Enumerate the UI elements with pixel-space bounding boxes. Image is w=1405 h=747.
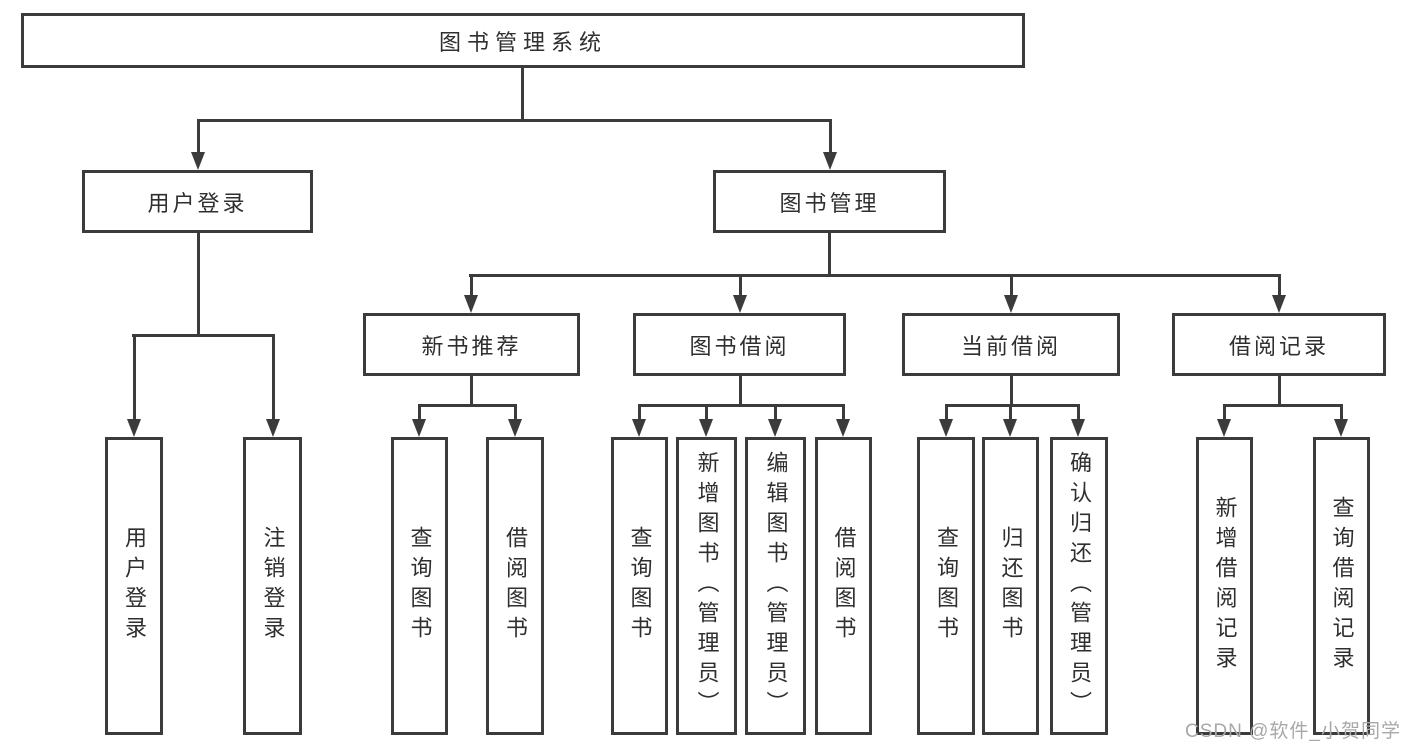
connector-vline — [705, 404, 708, 421]
node-book-management: 图书管理 — [713, 170, 946, 233]
connector-vline — [1010, 376, 1013, 407]
arrowhead-down-icon — [191, 152, 205, 170]
connector-vline — [945, 404, 948, 421]
leaf-label: 新增借阅记录 — [1212, 496, 1238, 676]
node-label: 图书借阅 — [689, 333, 790, 359]
arrowhead-down-icon — [836, 419, 850, 437]
leaf-current-query-books: 查询图书 — [917, 437, 975, 735]
leaf-user-login: 用户登录 — [105, 437, 163, 735]
arrowhead-down-icon — [1004, 295, 1018, 313]
leaf-label: 注销登录 — [260, 526, 286, 646]
connector-vline — [133, 334, 136, 421]
arrowhead-down-icon — [1003, 419, 1017, 437]
arrowhead-down-icon — [632, 419, 646, 437]
leaf-logout: 注销登录 — [243, 437, 302, 735]
connector-vline — [1010, 274, 1013, 297]
connector-vline — [739, 274, 742, 297]
connector-hline — [1223, 404, 1342, 407]
leaf-newbook-query-books: 查询图书 — [391, 437, 448, 735]
node-label: 用户登录 — [147, 190, 248, 216]
leaf-label: 新增图书（管理员） — [694, 451, 720, 721]
arrowhead-down-icon — [127, 419, 141, 437]
leaf-label: 查询图书 — [407, 526, 433, 646]
arrowhead-down-icon — [768, 419, 782, 437]
leaf-borrowing-borrow-books: 借阅图书 — [815, 437, 872, 735]
leaf-newbook-borrow-books: 借阅图书 — [486, 437, 544, 735]
arrowhead-down-icon — [1071, 419, 1085, 437]
connector-vline — [514, 404, 517, 421]
node-new-book-recommend: 新书推荐 — [363, 313, 580, 376]
arrowhead-down-icon — [1334, 419, 1348, 437]
connector-vline — [470, 376, 473, 407]
arrowhead-down-icon — [266, 419, 280, 437]
node-label: 图书管理 — [779, 190, 880, 216]
leaf-records-add-record: 新增借阅记录 — [1196, 437, 1253, 735]
leaf-label: 查询图书 — [627, 526, 653, 646]
leaf-current-confirm-return-admin: 确认归还（管理员） — [1050, 437, 1108, 735]
connector-hline — [132, 334, 275, 337]
leaf-borrowing-edit-books-admin: 编辑图书（管理员） — [745, 437, 806, 735]
connector-vline — [1340, 404, 1343, 421]
connector-hline — [418, 404, 517, 407]
leaf-label: 用户登录 — [122, 526, 147, 646]
node-label: 当前借阅 — [960, 333, 1061, 359]
node-current-borrowing: 当前借阅 — [902, 313, 1120, 376]
connector-hline — [197, 119, 832, 122]
connector-vline — [197, 119, 200, 155]
node-label: 借阅记录 — [1228, 333, 1329, 359]
leaf-current-return-books: 归还图书 — [982, 437, 1039, 735]
arrowhead-down-icon — [508, 419, 522, 437]
node-user-login: 用户登录 — [82, 170, 313, 233]
connector-hline — [638, 404, 844, 407]
arrowhead-down-icon — [412, 419, 426, 437]
arrowhead-down-icon — [464, 295, 478, 313]
connector-vline — [1278, 376, 1281, 407]
leaf-borrowing-query-books: 查询图书 — [611, 437, 668, 735]
connector-vline — [1009, 404, 1012, 421]
node-book-borrowing: 图书借阅 — [633, 313, 846, 376]
arrowhead-down-icon — [699, 419, 713, 437]
leaf-records-query-record: 查询借阅记录 — [1313, 437, 1370, 735]
leaf-label: 查询图书 — [934, 526, 959, 646]
leaf-label: 编辑图书（管理员） — [763, 451, 789, 721]
connector-vline — [828, 233, 831, 277]
connector-vline — [842, 404, 845, 421]
arrowhead-down-icon — [1217, 419, 1231, 437]
root-node-library-system: 图书管理系统 — [21, 13, 1025, 68]
leaf-label: 归还图书 — [998, 526, 1024, 646]
arrowhead-down-icon — [939, 419, 953, 437]
connector-vline — [829, 119, 832, 155]
connector-vline — [197, 233, 200, 337]
leaf-label: 确认归还（管理员） — [1067, 451, 1092, 721]
leaf-label: 查询借阅记录 — [1329, 496, 1355, 676]
root-node-label: 图书管理系统 — [438, 29, 607, 55]
node-label: 新书推荐 — [421, 333, 522, 359]
connector-vline — [470, 274, 473, 297]
leaf-label: 借阅图书 — [503, 526, 528, 646]
connector-vline — [638, 404, 641, 421]
leaf-label: 借阅图书 — [831, 526, 857, 646]
node-borrow-records: 借阅记录 — [1172, 313, 1386, 376]
connector-vline — [1223, 404, 1226, 421]
connector-vline — [272, 334, 275, 421]
connector-hline — [945, 404, 1079, 407]
connector-vline — [521, 68, 524, 122]
leaf-borrowing-add-books-admin: 新增图书（管理员） — [676, 437, 737, 735]
connector-hline — [469, 274, 1281, 277]
connector-vline — [1278, 274, 1281, 297]
connector-vline — [418, 404, 421, 421]
connector-vline — [1077, 404, 1080, 421]
arrowhead-down-icon — [823, 152, 837, 170]
arrowhead-down-icon — [1272, 295, 1286, 313]
csdn-watermark: CSDN @软件_小贺同学 — [1185, 721, 1401, 742]
connector-vline — [774, 404, 777, 421]
arrowhead-down-icon — [733, 295, 747, 313]
connector-vline — [739, 376, 742, 407]
